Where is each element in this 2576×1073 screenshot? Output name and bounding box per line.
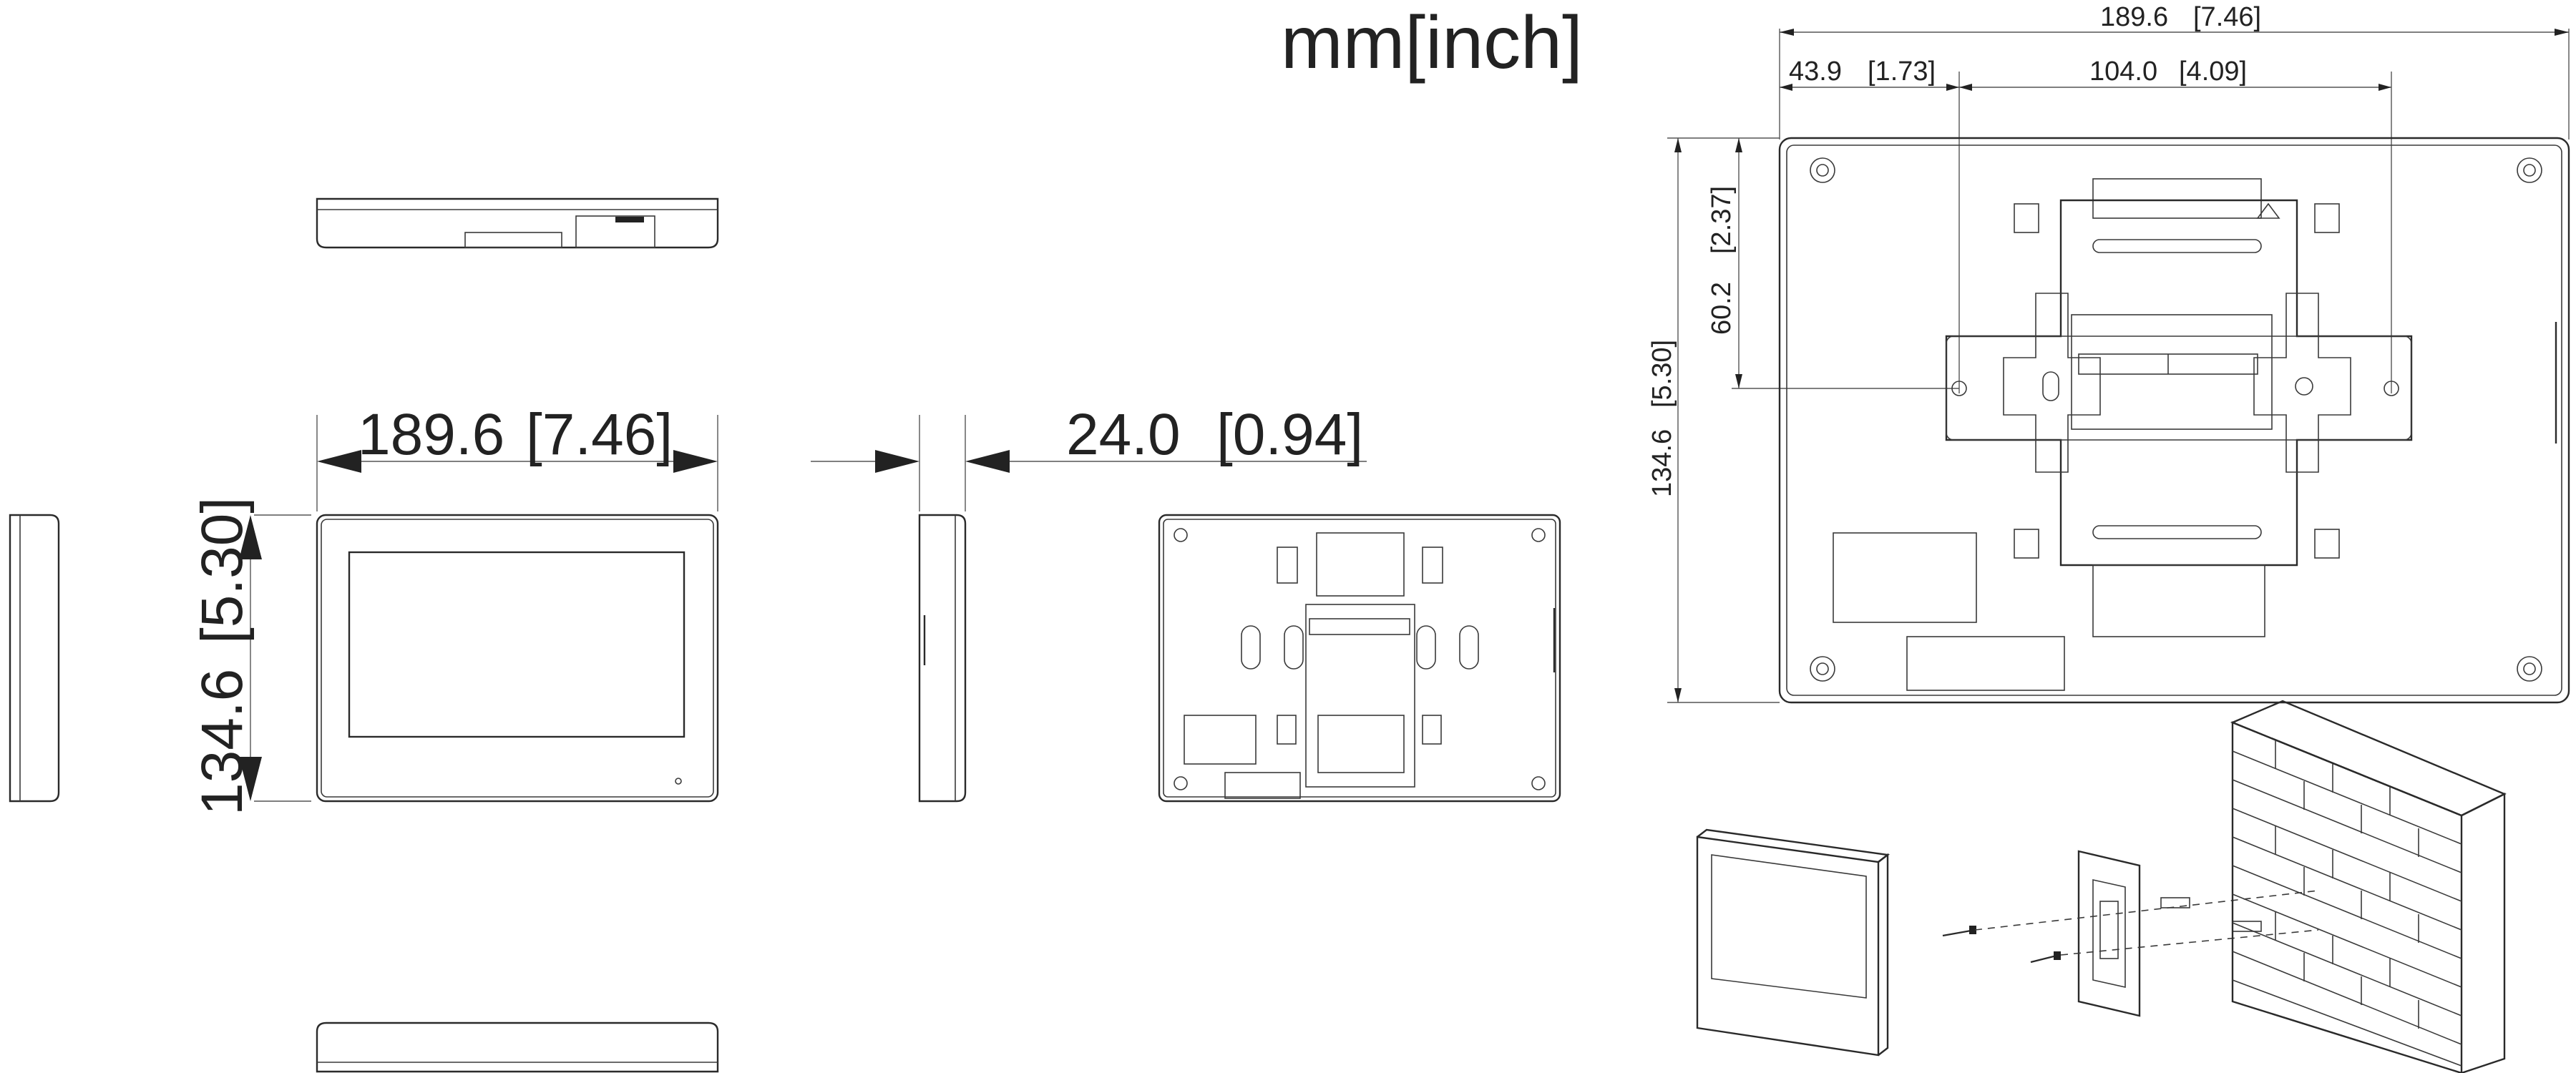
left-offset-inch: [1.73] <box>1868 57 1936 87</box>
front-view <box>316 514 719 803</box>
front-height-dimension: 134.6 [5.30] <box>190 497 311 815</box>
hole-spacing-value: 104.0 <box>2089 57 2157 87</box>
front-width-inch: [7.46] <box>526 402 673 467</box>
bracket-height-inch: [5.30] <box>1647 340 1677 408</box>
front-height-value: 134.6 <box>190 669 255 815</box>
front-height-inch: [5.30] <box>190 497 255 644</box>
depth-dimension: 24.0 [0.94] <box>811 402 1367 511</box>
bracket-width-dimension: 189.6 [7.46] <box>1779 2 2570 139</box>
front-width-dimension: 189.6 [7.46] <box>316 402 718 511</box>
depth-value: 24.0 <box>1066 402 1181 467</box>
hole-height-inch: [2.37] <box>1707 186 1737 254</box>
bracket-height-value: 134.6 <box>1647 429 1677 497</box>
bracket-height-dimension: 134.6 [5.30] <box>1647 137 1780 703</box>
bracket-width-inch: [7.46] <box>2193 2 2261 32</box>
installation-illustration <box>1696 700 2507 1073</box>
rear-view <box>1158 514 1561 803</box>
left-offset-value: 43.9 <box>1789 57 1842 87</box>
front-width-value: 189.6 <box>358 402 504 467</box>
hole-height-value: 60.2 <box>1707 282 1737 335</box>
right-side-view <box>918 514 967 803</box>
bracket-width-value: 189.6 <box>2100 2 2168 32</box>
units-label: mm[inch] <box>1281 1 1583 84</box>
left-side-view <box>9 514 60 803</box>
bracket-rear-view <box>1778 137 2570 704</box>
bracket-hole-spacing-dimension: 104.0 [4.09] <box>1959 57 2392 393</box>
top-view <box>316 197 719 249</box>
bottom-view <box>316 1021 719 1073</box>
hole-spacing-inch: [4.09] <box>2179 57 2247 87</box>
depth-inch: [0.94] <box>1216 402 1363 467</box>
bracket-left-offset-dimension: 43.9 [1.73] <box>1780 57 1960 393</box>
bracket-hole-height-dimension: 60.2 [2.37] <box>1707 138 1959 389</box>
